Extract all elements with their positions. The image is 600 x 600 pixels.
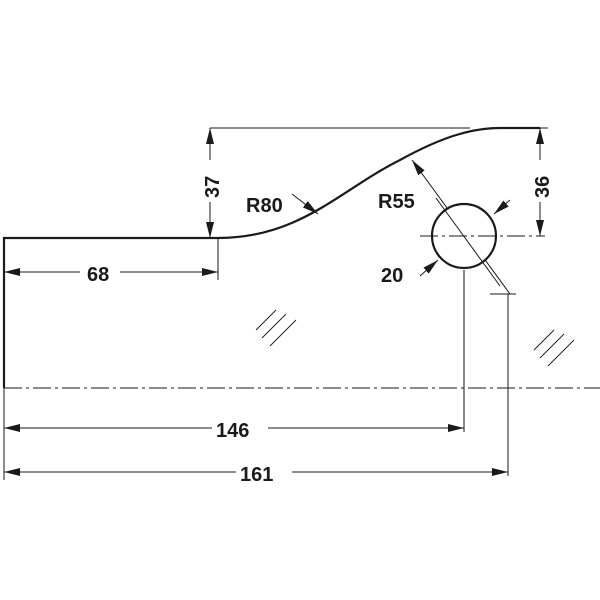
dim-20-label: 20 (381, 265, 403, 287)
r55-label: R55 (378, 191, 415, 213)
glass-hatch-right (533, 329, 575, 367)
dim-68-label: 68 (87, 264, 109, 286)
glass-hatch-left (255, 309, 297, 347)
hole-dim-arrow-right (493, 199, 511, 215)
dim-146-label: 146 (216, 420, 249, 442)
r80-label: R80 (246, 195, 283, 217)
dim-161-label: 161 (240, 464, 273, 486)
r55-leader-inner (435, 197, 501, 287)
dim-37-label: 37 (202, 176, 224, 198)
dim-36-label: 36 (532, 176, 554, 198)
r80-leader (291, 193, 319, 215)
profile-outline (2, 126, 540, 388)
dim-20-leader (419, 259, 439, 277)
